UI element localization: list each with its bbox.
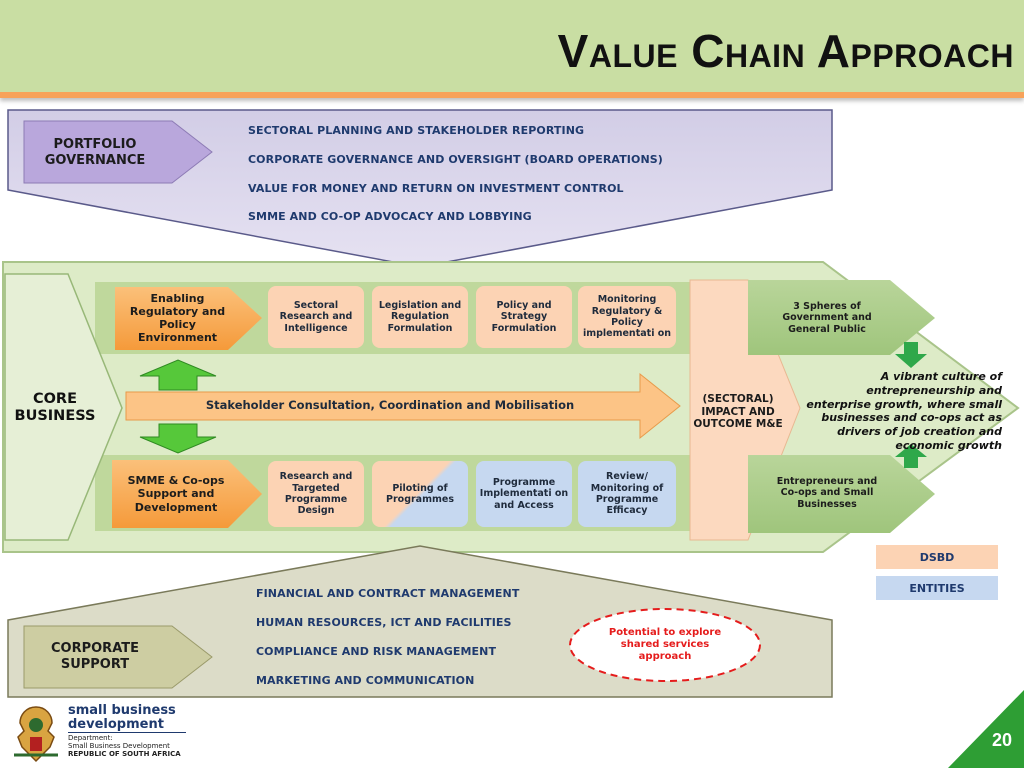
bottom-outcome-label: Entrepreneurs and Co-ops and Small Busin… [776,475,878,510]
bottom-process-box: Piloting of Programmes [372,461,468,527]
top-process-box: Sectoral Research and Intelligence [268,286,364,348]
corporate-item: COMPLIANCE AND RISK MANAGEMENT [256,645,497,658]
coat-of-arms-icon [14,706,58,763]
shared-services-ellipse [569,608,761,682]
stakeholder-arrow-label: Stakeholder Consultation, Coordination a… [205,398,575,413]
portfolio-governance-panel [7,109,833,268]
smme-arrow-label: SMME & Co-ops Support and Development [127,474,225,514]
stakeholder-arrow [125,372,681,440]
legend-dsbd: DSBD [876,545,998,569]
enabling-arrow-label: Enabling Regulatory and Policy Environme… [129,291,226,345]
core-business-arrow [4,273,123,541]
bottom-process-box: Programme Implementati on and Access [476,461,572,527]
shared-services-note: Potential to explore shared services app… [608,627,722,662]
vision-statement: A vibrant culture of entrepreneurship an… [806,370,1002,452]
corporate-item: HUMAN RESOURCES, ICT AND FACILITIES [256,616,512,629]
portfolio-item: SMME AND CO-OP ADVOCACY AND LOBBYING [248,210,532,223]
corporate-item: MARKETING AND COMMUNICATION [256,674,475,687]
top-process-box: Monitoring Regulatory & Policy implement… [578,286,676,348]
bottom-process-box: Review/ Monitoring of Programme Efficacy [578,461,676,527]
portfolio-item: CORPORATE GOVERNANCE AND OVERSIGHT (BOAR… [248,153,663,166]
portfolio-governance-label: PORTFOLIO GOVERNANCE [44,137,146,168]
bottom-process-box: Research and Targeted Programme Design [268,461,364,527]
portfolio-item: VALUE FOR MONEY AND RETURN ON INVESTMENT… [248,182,624,195]
legend-entities: ENTITIES [876,576,998,600]
impact-label: (SECTORAL) IMPACT AND OUTCOME M&E [693,393,783,431]
logo-divider [68,732,186,733]
dept-line2: Small Business Development [68,742,170,750]
vision-down-arrow [895,342,927,368]
core-business-label: CORE BUSINESS [14,390,96,424]
page-number: 20 [991,730,1012,750]
top-outcome-arrow [748,280,935,355]
corporate-support-label: CORPORATE SUPPORT [51,641,139,672]
corporate-label-arrow [23,625,213,689]
top-process-box: Legislation and Regulation Formulation [372,286,468,348]
logo-line2: development [68,717,164,732]
dept-line1: Department: [68,734,113,742]
title-bar [0,0,1024,98]
top-outcome-label: 3 Spheres of Government and General Publ… [782,300,872,335]
portfolio-item: SECTORAL PLANNING AND STAKEHOLDER REPORT… [248,124,585,137]
corporate-item: FINANCIAL AND CONTRACT MANAGEMENT [256,587,520,600]
smme-arrow [112,460,262,528]
green-down-arrow [139,423,217,454]
green-up-arrow [139,359,217,391]
page-corner [948,690,1024,768]
enabling-arrow [115,287,262,350]
logo-line1: small business [68,703,176,718]
vision-up-arrow [895,444,927,468]
bottom-outcome-arrow [748,455,935,533]
page-title: Value Chain Approach [557,25,1014,77]
portfolio-label-arrow [23,120,213,184]
top-process-box: Policy and Strategy Formulation [476,286,572,348]
dept-line3: REPUBLIC OF SOUTH AFRICA [68,750,181,758]
